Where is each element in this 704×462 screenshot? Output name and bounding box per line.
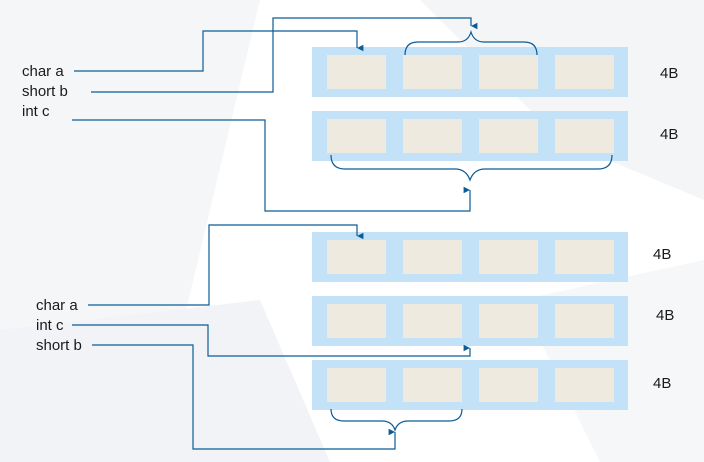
- memory-byte-cell: [327, 304, 386, 338]
- memory-byte-cell: [327, 368, 386, 402]
- memory-byte-cell: [403, 119, 462, 153]
- connector-bottom-short-b: [92, 344, 396, 450]
- bottom-row-3-size: 4B: [653, 375, 672, 392]
- memory-byte-cell: [479, 240, 538, 274]
- memory-byte-cell: [403, 55, 462, 89]
- bottom-field-int-c: int c: [36, 317, 64, 334]
- top-row-1-size: 4B: [660, 65, 679, 82]
- curly-brace-icon: [330, 154, 613, 182]
- bottom-field-short-b: short b: [36, 337, 82, 354]
- memory-rows: [312, 47, 628, 410]
- memory-byte-cell: [555, 304, 614, 338]
- memory-byte-cell: [479, 368, 538, 402]
- memory-byte-cell: [555, 240, 614, 274]
- memory-byte-cell: [403, 240, 462, 274]
- connector-lines: [72, 17, 478, 450]
- memory-byte-cell: [555, 119, 614, 153]
- connector-top-short-b: [91, 17, 478, 93]
- memory-byte-cell: [555, 368, 614, 402]
- memory-byte-cell: [555, 55, 614, 89]
- memory-byte-cell: [479, 304, 538, 338]
- top-field-short-b: short b: [22, 83, 68, 100]
- memory-byte-cell: [403, 304, 462, 338]
- curly-brace-icon: [404, 29, 538, 56]
- connector-top-int-c: [72, 119, 471, 212]
- top-row-2-size: 4B: [660, 126, 679, 143]
- bottom-field-char-a: char a: [36, 297, 78, 314]
- memory-byte-cell: [327, 119, 386, 153]
- bottom-row-2-size: 4B: [656, 307, 675, 324]
- memory-byte-cell: [327, 55, 386, 89]
- memory-byte-cell: [403, 368, 462, 402]
- connector-bottom-char-a: [88, 224, 364, 306]
- memory-byte-cell: [327, 240, 386, 274]
- memory-byte-cell: [479, 55, 538, 89]
- bottom-row-1-size: 4B: [653, 246, 672, 263]
- connector-bottom-int-c: [72, 324, 471, 357]
- top-field-int-c: int c: [22, 103, 50, 120]
- top-field-char-a: char a: [22, 63, 64, 80]
- curly-brace-icon: [330, 408, 463, 432]
- braces: [330, 29, 613, 432]
- memory-byte-cell: [479, 119, 538, 153]
- connector-top-char-a: [74, 30, 364, 72]
